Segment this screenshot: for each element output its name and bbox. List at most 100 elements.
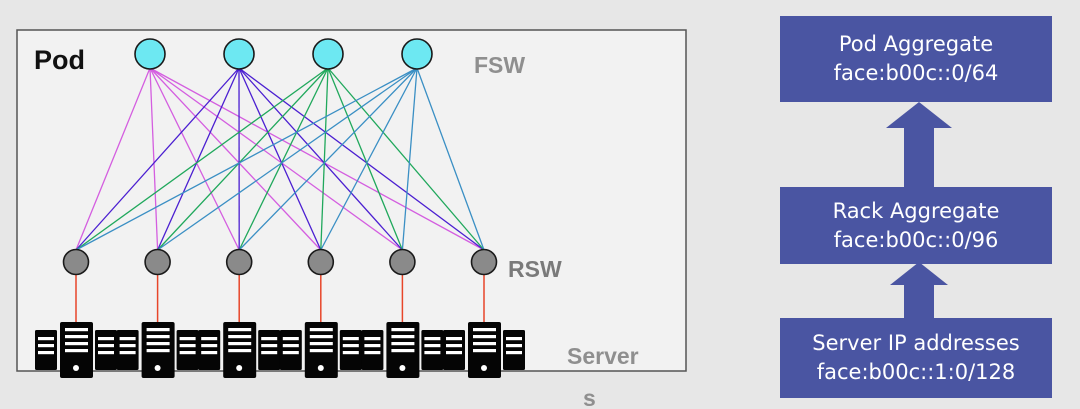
server-rack-icon	[198, 322, 281, 378]
server-tower	[35, 330, 57, 370]
fsw-rsw-link	[157, 67, 329, 251]
drive-slot	[119, 337, 136, 341]
drive-slot	[446, 351, 462, 355]
drive-slot	[228, 335, 252, 339]
drive-slot	[309, 349, 333, 353]
drive-slot	[228, 349, 252, 353]
drive-slot	[179, 337, 196, 341]
fsw-rsw-link	[238, 67, 485, 251]
drive-slot	[38, 337, 54, 341]
servers-label-line1: Server	[567, 343, 639, 369]
rsw-switch-icon	[144, 248, 171, 276]
server-racks	[35, 322, 525, 378]
server-tower	[339, 330, 362, 370]
drive-slot	[424, 351, 441, 355]
fsw-rsw-link	[238, 67, 322, 251]
fsw-rsw-link	[327, 67, 404, 251]
drive-slot	[146, 328, 170, 332]
drive-slot	[309, 342, 333, 346]
drive-slot	[506, 351, 522, 355]
server-tower	[176, 330, 199, 370]
drive-slot	[473, 342, 496, 346]
drive-slot	[201, 351, 218, 355]
rack-aggregate-prefix: face:b00c::0/96	[833, 227, 999, 252]
rsw-switch-icon	[225, 248, 253, 276]
fsw-rsw-link	[320, 67, 329, 251]
drive-slot	[364, 351, 381, 355]
server-tower	[258, 330, 281, 370]
drive-slot	[98, 337, 114, 341]
drive-slot	[391, 328, 415, 332]
drive-slot	[261, 351, 278, 355]
power-led-icon	[73, 365, 79, 371]
drive-slot	[146, 349, 170, 353]
rsw-switch-icon	[62, 248, 90, 276]
server-addresses-box: Server IP addresses face:b00c::1:0/128	[780, 318, 1052, 398]
fsw-rsw-link	[157, 67, 240, 251]
drive-slot	[261, 337, 278, 341]
drive-slot	[201, 337, 218, 341]
fsw-switch-icon	[312, 38, 344, 70]
drive-slot	[282, 351, 299, 355]
drive-slot	[309, 335, 333, 339]
fsw-rsw-link	[149, 67, 403, 251]
fsw-rsw-link	[238, 67, 418, 251]
fsw-rsw-link	[75, 67, 240, 251]
server-tower	[116, 330, 139, 370]
server-rack-icon	[35, 322, 117, 378]
drive-slot	[119, 344, 136, 348]
drive-slot	[65, 349, 88, 353]
drive-slot	[506, 337, 522, 341]
server-tower	[361, 330, 384, 370]
server-tower	[503, 330, 525, 370]
drive-slot	[146, 342, 170, 346]
drive-slot	[506, 344, 522, 348]
pod-frame	[16, 29, 687, 372]
server-tower	[421, 330, 444, 370]
drive-slot	[228, 328, 252, 332]
arrow-shaft-lower	[904, 282, 934, 318]
fsw-rsw-link	[401, 67, 418, 251]
drive-slot	[342, 337, 359, 341]
server-uplinks	[75, 275, 485, 325]
server-rack-icon	[116, 322, 199, 378]
server-rack-icon	[279, 322, 362, 378]
drive-slot	[282, 344, 299, 348]
drive-slot	[98, 351, 114, 355]
fsw-switches	[134, 38, 433, 70]
servers-label-line2: s	[583, 385, 596, 409]
drive-slot	[65, 335, 88, 339]
fsw-switch-icon	[223, 38, 255, 70]
fsw-switch-icon	[401, 38, 433, 70]
power-led-icon	[399, 365, 406, 371]
rsw-switches	[62, 248, 498, 276]
rsw-switch-icon	[470, 248, 498, 276]
fsw-rsw-link	[149, 67, 240, 251]
rack-aggregate-title: Rack Aggregate	[832, 198, 1000, 223]
fsw-switch-icon	[134, 38, 166, 70]
rsw-switch-icon	[307, 248, 335, 276]
drive-slot	[179, 351, 196, 355]
server-tower	[198, 330, 221, 370]
server-tower	[279, 330, 302, 370]
drive-slot	[424, 337, 441, 341]
power-led-icon	[317, 365, 324, 371]
fsw-rsw-links	[75, 67, 485, 251]
drive-slot	[473, 335, 496, 339]
fsw-rsw-link	[75, 67, 151, 251]
server-rack-icon	[361, 322, 444, 378]
fsw-rsw-link	[75, 67, 418, 251]
rsw-switch-icon	[389, 248, 416, 276]
drive-slot	[391, 349, 415, 353]
drive-slot	[65, 328, 88, 332]
drive-slot	[446, 344, 462, 348]
pod-title: Pod	[34, 45, 85, 75]
fsw-rsw-link	[149, 67, 159, 251]
drive-slot	[309, 328, 333, 332]
rsw-label: RSW	[508, 256, 562, 282]
drive-slot	[119, 351, 136, 355]
fsw-rsw-link	[157, 67, 418, 251]
server-tower	[95, 330, 117, 370]
fsw-rsw-link	[416, 67, 485, 251]
